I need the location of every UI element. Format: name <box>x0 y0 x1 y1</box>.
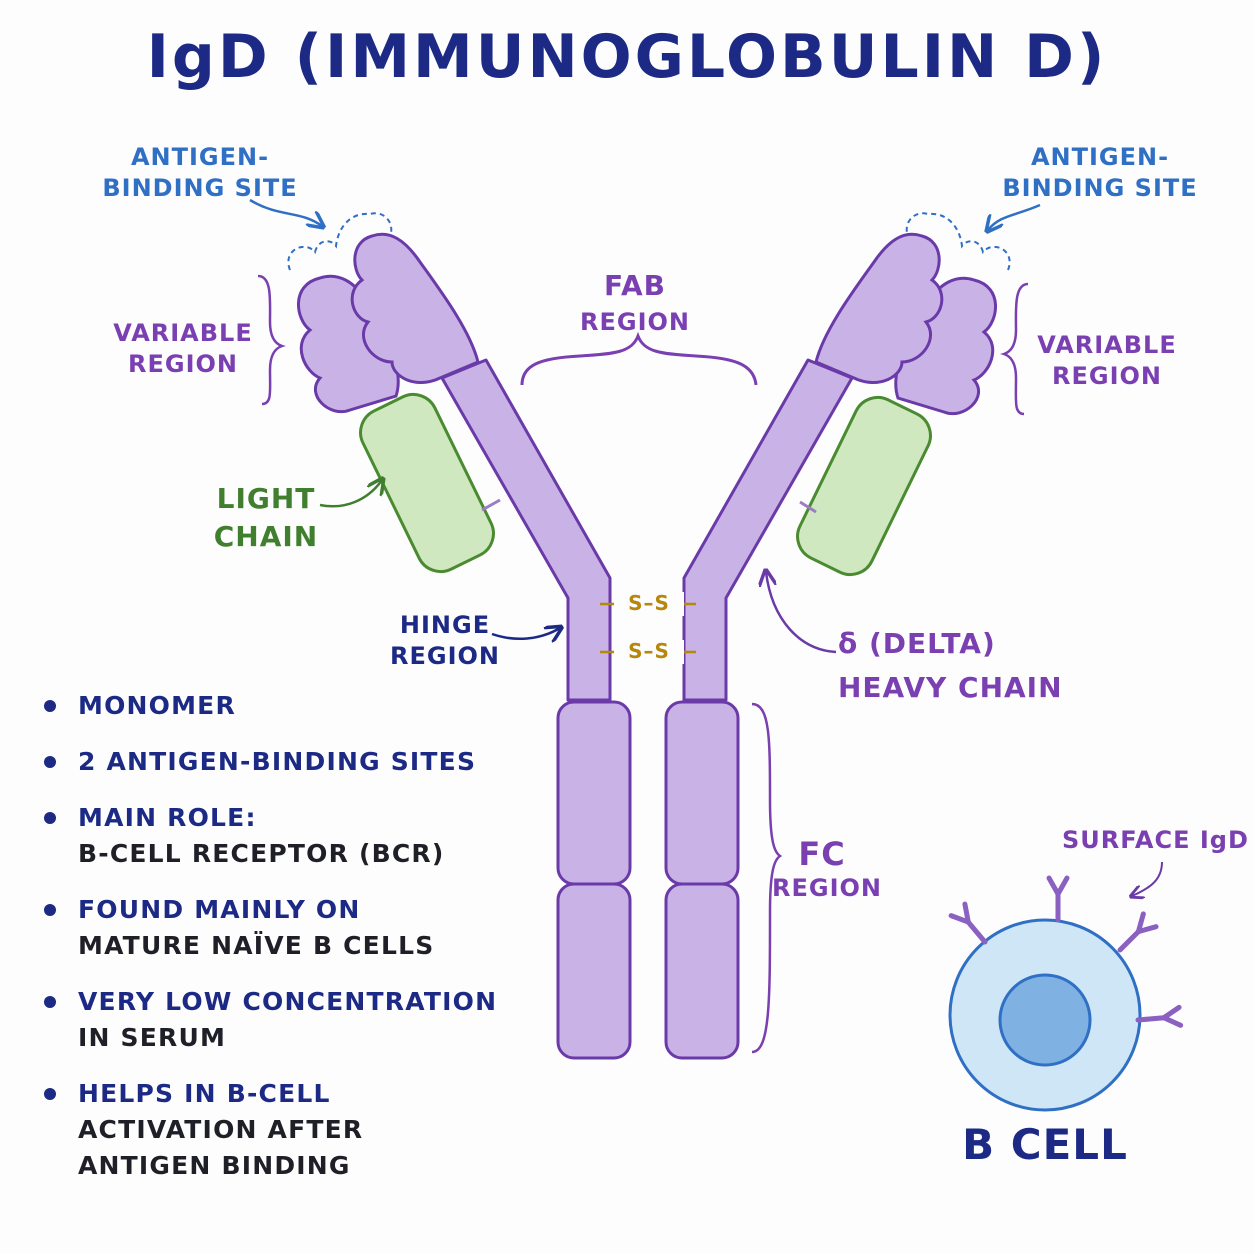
surface-igd-receptors <box>948 875 1184 1028</box>
fc-right-lower <box>664 882 740 1060</box>
right-arm <box>682 212 1011 702</box>
antigen-arrow-left <box>249 198 322 226</box>
b-cell-label: B CELL <box>962 1120 1128 1169</box>
light-chain-arrow <box>319 480 382 508</box>
page-title: IgD (IMMUNOGLOBULIN D) <box>146 22 1108 92</box>
fab-region-label: FAB REGION <box>580 269 690 336</box>
right-light-chain-constant <box>796 395 932 577</box>
fact-item: MAIN ROLE:B-CELL RECEPTOR (BCR) <box>42 800 512 872</box>
surface-igd-arrow <box>1132 861 1163 896</box>
fc-bracket <box>751 702 783 1054</box>
fc-right-upper <box>664 700 740 886</box>
left-antigen-binding-site <box>287 212 393 271</box>
b-cell-graphic <box>948 918 1142 1112</box>
variable-bracket-right <box>1000 282 1029 416</box>
disulfide-label-1: S–S <box>628 591 670 615</box>
variable-region-label-left: VARIABLE REGION <box>113 319 253 378</box>
antigen-binding-label-left: ANTIGEN- BINDING SITE <box>102 143 298 202</box>
hinge-region-label: HINGE REGION <box>390 611 500 670</box>
delta-heavy-chain-label: δ (DELTA) HEAVY CHAIN <box>838 627 1063 704</box>
surface-igd-label: SURFACE IgD <box>1062 826 1249 854</box>
hinge-arrow <box>491 628 560 639</box>
fc-region-label: FC REGION <box>772 835 882 902</box>
variable-region-label-right: VARIABLE REGION <box>1037 331 1177 390</box>
delta-arrow <box>766 572 837 654</box>
fc-left-upper <box>556 700 632 886</box>
light-chain-label: LIGHT CHAIN <box>213 482 319 553</box>
b-cell-nucleus <box>998 973 1092 1067</box>
disulfide-label-2: S–S <box>628 639 670 663</box>
variable-bracket-left <box>257 274 286 406</box>
left-heavy-chain-variable <box>350 232 480 384</box>
fc-stem <box>556 700 740 1060</box>
left-light-chain-constant <box>359 392 495 574</box>
left-heavy-chain-arm <box>440 358 612 702</box>
fact-item: 2 ANTIGEN-BINDING SITES <box>42 744 512 780</box>
right-antigen-binding-site <box>905 212 1011 271</box>
left-arm <box>287 212 612 702</box>
fact-list: MONOMER 2 ANTIGEN-BINDING SITES MAIN ROL… <box>42 688 512 1204</box>
fab-bracket <box>520 331 758 386</box>
antigen-binding-label-right: ANTIGEN- BINDING SITE <box>1002 143 1198 202</box>
antigen-arrow-right <box>988 203 1041 230</box>
right-heavy-chain-arm <box>682 358 854 702</box>
disulfide-bonds <box>600 592 696 664</box>
right-heavy-chain-variable <box>814 232 944 384</box>
fact-item: MONOMER <box>42 688 512 724</box>
fc-left-lower <box>556 882 632 1060</box>
